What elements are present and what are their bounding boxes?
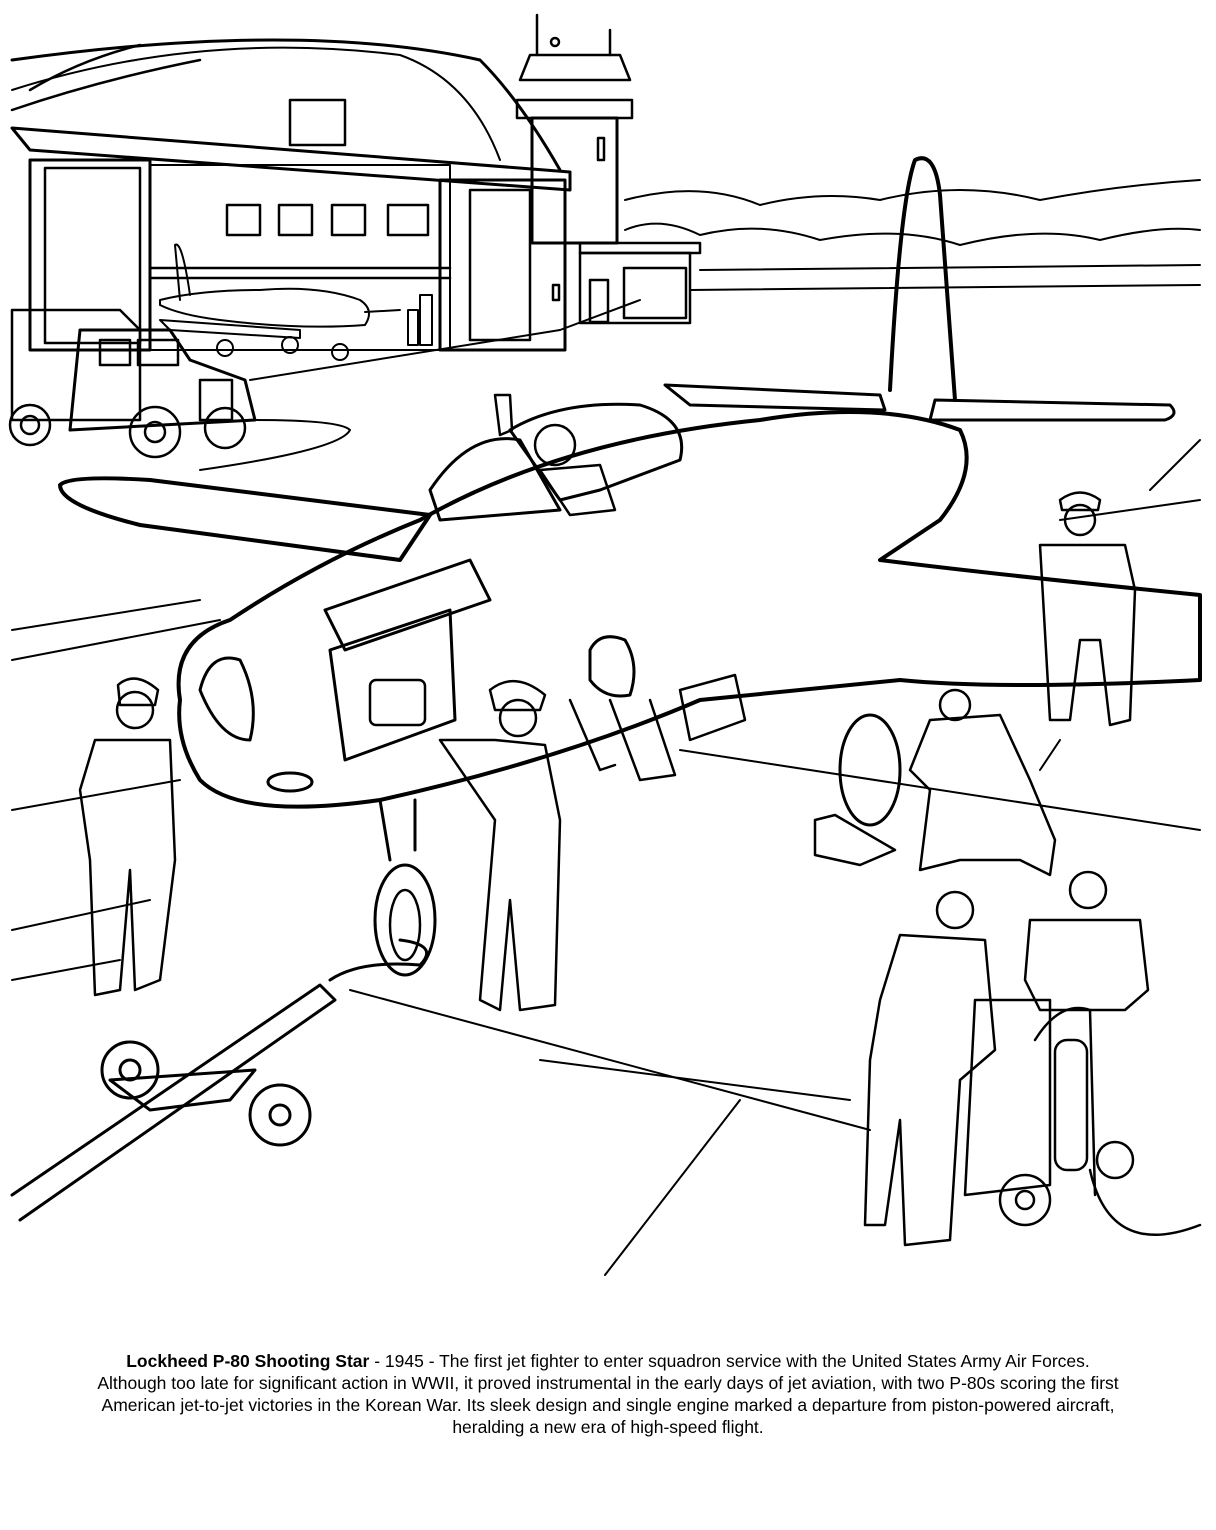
caption-separator: - bbox=[369, 1351, 385, 1371]
crew-member-nose bbox=[440, 681, 560, 1010]
apron-markings bbox=[12, 300, 1200, 1275]
caption: Lockheed P-80 Shooting Star - 1945 - The… bbox=[90, 1350, 1126, 1438]
hills bbox=[625, 180, 1200, 290]
control-tower bbox=[517, 15, 700, 323]
ground-crew bbox=[80, 395, 1148, 1245]
caption-body: - The first jet fighter to enter squadro… bbox=[97, 1351, 1119, 1437]
crew-member-cart-back bbox=[1025, 872, 1148, 1010]
crew-member-kneeling bbox=[910, 690, 1055, 875]
hangar bbox=[12, 40, 570, 350]
caption-title: Lockheed P-80 Shooting Star bbox=[126, 1351, 370, 1371]
crew-member-right-wing bbox=[1040, 493, 1135, 726]
crew-member-cart bbox=[865, 892, 995, 1245]
coloring-illustration bbox=[0, 0, 1216, 1300]
crew-member-left bbox=[80, 679, 175, 995]
truck bbox=[10, 310, 255, 457]
hangar-windows bbox=[227, 205, 428, 235]
pilot bbox=[495, 395, 615, 515]
tow-bar bbox=[12, 940, 427, 1220]
caption-year: 1945 bbox=[384, 1351, 424, 1371]
p80-jet bbox=[60, 158, 1200, 975]
service-cart bbox=[965, 1000, 1200, 1235]
background-jet bbox=[160, 245, 432, 360]
